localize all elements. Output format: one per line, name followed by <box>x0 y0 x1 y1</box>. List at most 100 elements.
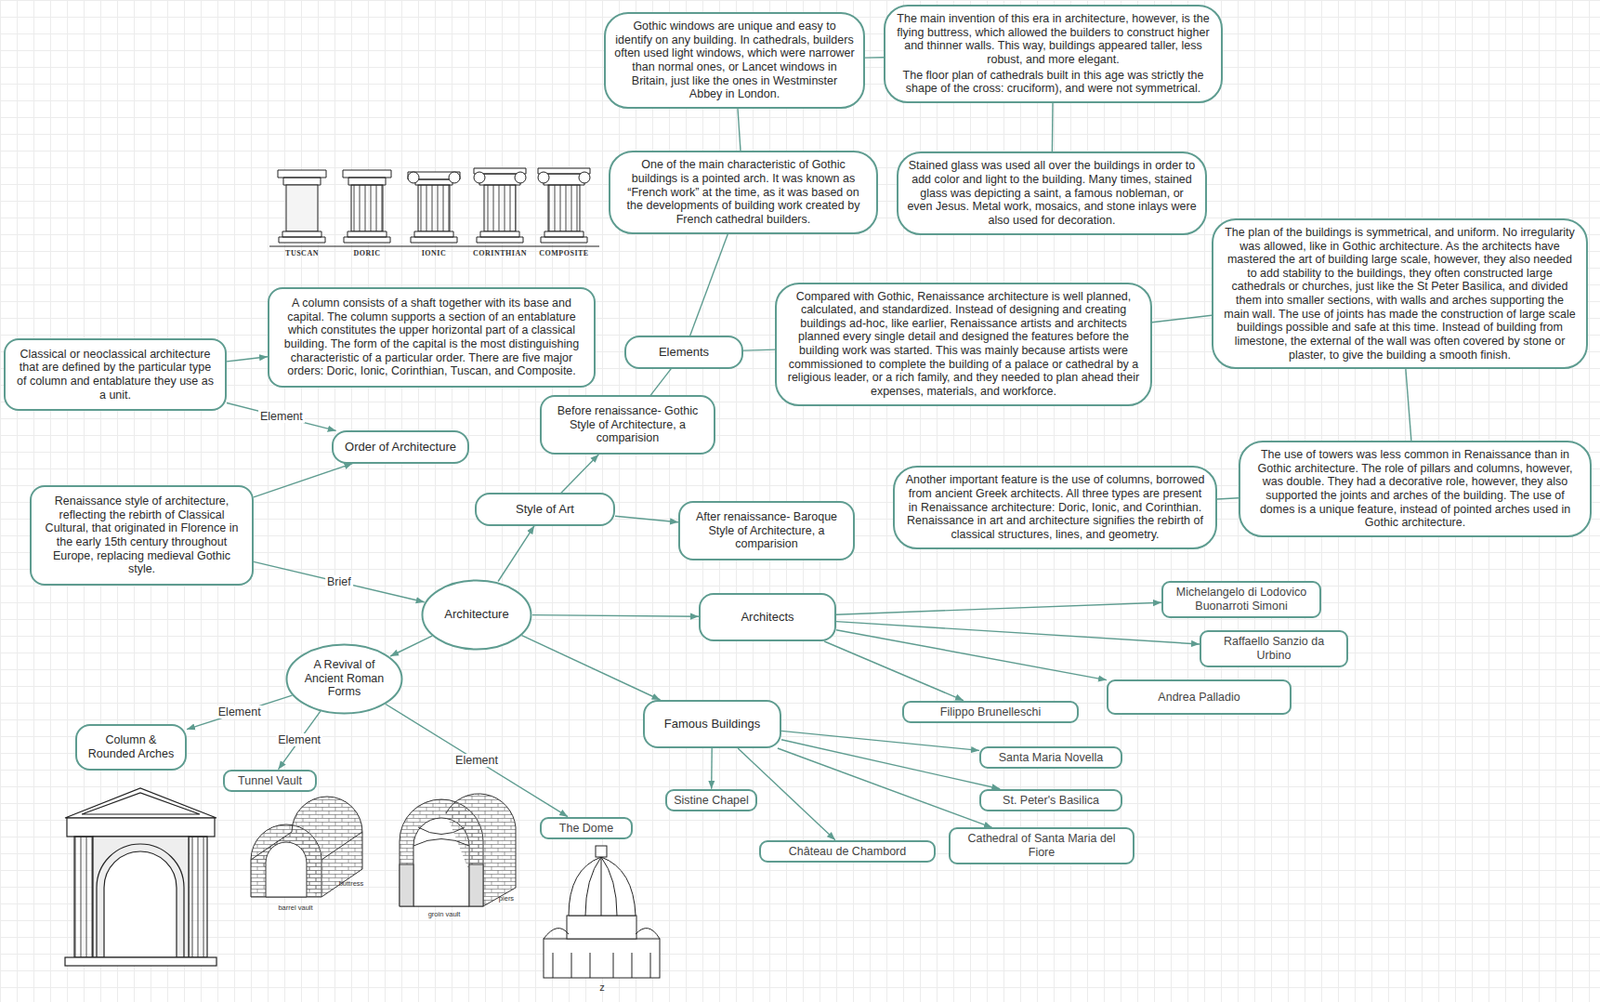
drawing-stroke <box>543 938 660 978</box>
note-box: Renaissance style of architecture, refle… <box>29 485 254 586</box>
connector <box>226 403 337 432</box>
connector <box>737 108 741 151</box>
connector <box>710 747 713 789</box>
connector <box>385 704 568 817</box>
groin-vault-drawing <box>399 793 516 906</box>
connector <box>1152 314 1212 322</box>
node-text: Santa Maria Novella <box>986 750 1115 765</box>
connector <box>522 635 661 700</box>
drawing-stroke <box>410 231 458 243</box>
note-box: Compared with Gothic, Renaissance archit… <box>774 282 1153 407</box>
drawing-stroke <box>595 845 607 857</box>
drawing-stroke <box>585 856 617 916</box>
node-text: Château de Chambord <box>766 844 929 859</box>
name-box: Raffaello Sanzio da Urbino <box>1199 629 1349 667</box>
drawing-stroke <box>65 787 217 818</box>
order-label: TUSCAN <box>285 249 319 258</box>
node-text: St. Peter's Basilica <box>986 793 1115 808</box>
node-text: A Revival of Ancient Roman Forms <box>301 657 387 699</box>
drawing-stroke <box>540 231 588 243</box>
node-text: Elements <box>633 344 735 359</box>
drawing-stroke <box>407 171 420 184</box>
note-box: Stained glass was used all over the buil… <box>896 151 1207 235</box>
topic-box: Famous Buildings <box>642 699 782 748</box>
connector <box>1405 368 1412 441</box>
building-box: St. Peter's Basilica <box>979 788 1123 813</box>
drawing-stroke <box>321 831 363 860</box>
order-label: CORINTHIAN <box>472 249 527 258</box>
drawing-stroke <box>484 184 516 232</box>
drawing-label: buttress <box>339 878 365 888</box>
drawing-stroke <box>473 168 526 243</box>
edge-label: Element <box>275 733 323 747</box>
connector <box>615 515 679 523</box>
order-label: IONIC <box>421 249 447 258</box>
drawing-stroke <box>278 231 326 243</box>
drawing-stroke <box>548 184 580 232</box>
connector <box>253 463 353 498</box>
name-box: Andrea Palladio <box>1106 679 1292 715</box>
node-text: Gothic windows are unique and easy to id… <box>614 19 855 102</box>
node-text: The use of towers was less common in Ren… <box>1248 447 1582 530</box>
order-label: COMPOSITE <box>538 249 589 258</box>
connector <box>824 641 964 701</box>
drawing-stroke <box>543 928 660 939</box>
note-box: The main invention of this era in archit… <box>883 4 1223 104</box>
drawing-stroke <box>74 836 93 958</box>
element-box: The Dome <box>539 816 633 840</box>
drawing-stroke <box>407 171 460 243</box>
node-text: Style of Art <box>484 501 606 516</box>
dome-drawing <box>543 845 660 978</box>
connector <box>186 695 292 730</box>
arch-drawing <box>65 787 217 966</box>
drawing-stroke <box>537 168 591 243</box>
edge-label: Element <box>258 409 305 423</box>
drawing-stroke <box>269 246 600 248</box>
connector <box>865 56 884 59</box>
node-text: The main invention of this era in archit… <box>893 12 1213 67</box>
topic-box: Elements <box>624 335 744 368</box>
drawing-stroke <box>537 168 591 185</box>
connector <box>836 629 1107 681</box>
connector <box>1051 103 1054 152</box>
drawing-stroke <box>473 171 486 184</box>
note-box: Classical or neoclassical architecture t… <box>3 338 227 412</box>
note-box: Gothic windows are unique and easy to id… <box>603 12 866 109</box>
node-text: Tunnel Vault <box>230 773 310 788</box>
connector <box>650 368 671 396</box>
edge-label: Element <box>453 753 500 767</box>
connector <box>253 561 425 602</box>
connector <box>781 730 980 750</box>
connector <box>836 602 1162 615</box>
note-box: Another important feature is the use of … <box>892 465 1218 549</box>
connector <box>1217 498 1239 499</box>
topic-ellipse: A Revival of Ancient Roman Forms <box>285 642 404 715</box>
connector <box>781 739 1000 789</box>
note-box: The use of towers was less common in Ren… <box>1238 440 1592 538</box>
note-box: One of the main characteristic of Gothic… <box>608 150 879 234</box>
drawing-stroke <box>287 643 403 713</box>
element-box: Column & Rounded Arches <box>75 723 187 770</box>
central-topic: Architecture <box>420 578 533 651</box>
building-box: Château de Chambord <box>759 839 936 864</box>
node-text: The plan of the buildings is symmetrical… <box>1221 225 1578 362</box>
node-text: Another important feature is the use of … <box>903 472 1207 541</box>
drawing-stroke <box>92 836 189 958</box>
connector <box>390 635 433 656</box>
drawing-label: z <box>599 981 605 993</box>
drawing-stroke <box>578 171 591 184</box>
drawing-label: piers <box>498 893 514 903</box>
node-text: Andrea Palladio <box>1114 690 1285 705</box>
drawing-stroke <box>66 817 215 837</box>
drawing-stroke <box>286 184 318 232</box>
drawing-stroke <box>399 864 414 906</box>
drawing-stroke <box>343 231 391 243</box>
drawing-stroke <box>342 170 392 243</box>
connector <box>498 525 535 582</box>
edge-label: Brief <box>325 575 354 589</box>
node-text: One of the main characteristic of Gothic… <box>618 157 868 226</box>
node-text: Cathedral of Santa Maria del Fiore <box>956 831 1128 859</box>
connector <box>226 356 268 362</box>
connector <box>743 349 775 351</box>
